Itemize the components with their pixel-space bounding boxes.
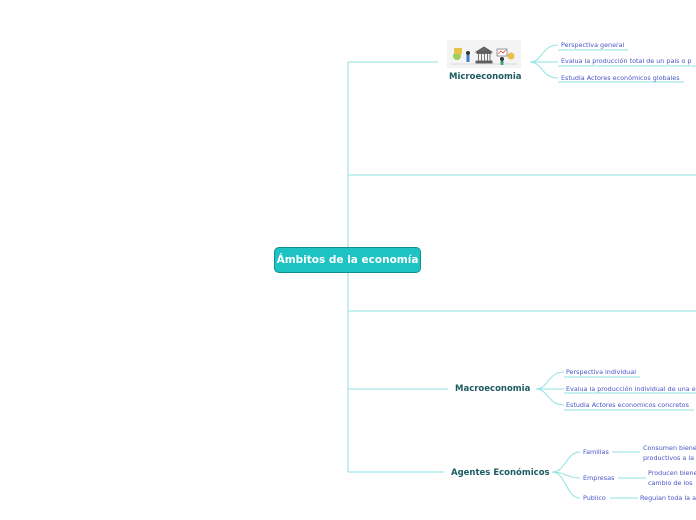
root-topic[interactable]: Ámbitos de la economía [274,247,421,273]
topic-agentes-economicos[interactable]: Agentes Económicos [451,468,550,478]
agentes-sub-line-familias [551,451,581,473]
empresas-detail[interactable]: Producen biene cambio de los [648,468,696,488]
agentes-item-familias[interactable]: Familias [583,448,609,456]
micro-item-1[interactable]: Perspectiva general [561,41,625,49]
familias-detail[interactable]: Consumen biene productivos a la [643,443,696,463]
micro-sub-line-3 [529,61,559,79]
topic-macroeconomia[interactable]: Macroeconomia [455,384,531,394]
macro-item-2[interactable]: Evalua la producción individual de una e [566,385,696,393]
micro-item-3[interactable]: Estudia Actores económicos globales [561,74,680,82]
macro-sub-line-3 [535,388,565,406]
empresas-detail-line-1: Producen biene [648,469,696,477]
empresas-detail-line-2: cambio de los [648,479,693,487]
familias-detail-line-1: Consumen biene [643,444,696,452]
agentes-item-publico[interactable]: Publico [583,494,606,502]
agentes-item-empresas[interactable]: Empresas [583,474,615,482]
agentes-sub-line-publico [551,471,581,499]
macro-item-3[interactable]: Estudia Actores economicos concretos [566,401,689,409]
familias-detail-line-2: productivos a la [643,454,695,462]
macro-sub-line-1 [535,371,565,390]
topic-microeconomia[interactable]: Microeconomia [449,72,522,82]
micro-sub-line-1 [529,44,559,63]
macro-item-1[interactable]: Perspectiva individual [566,368,637,376]
publico-detail[interactable]: Regulan toda la a [640,494,696,502]
economy-illustration-icon [447,40,521,68]
micro-item-2[interactable]: Evalua la producción total de un pais o … [561,57,692,65]
